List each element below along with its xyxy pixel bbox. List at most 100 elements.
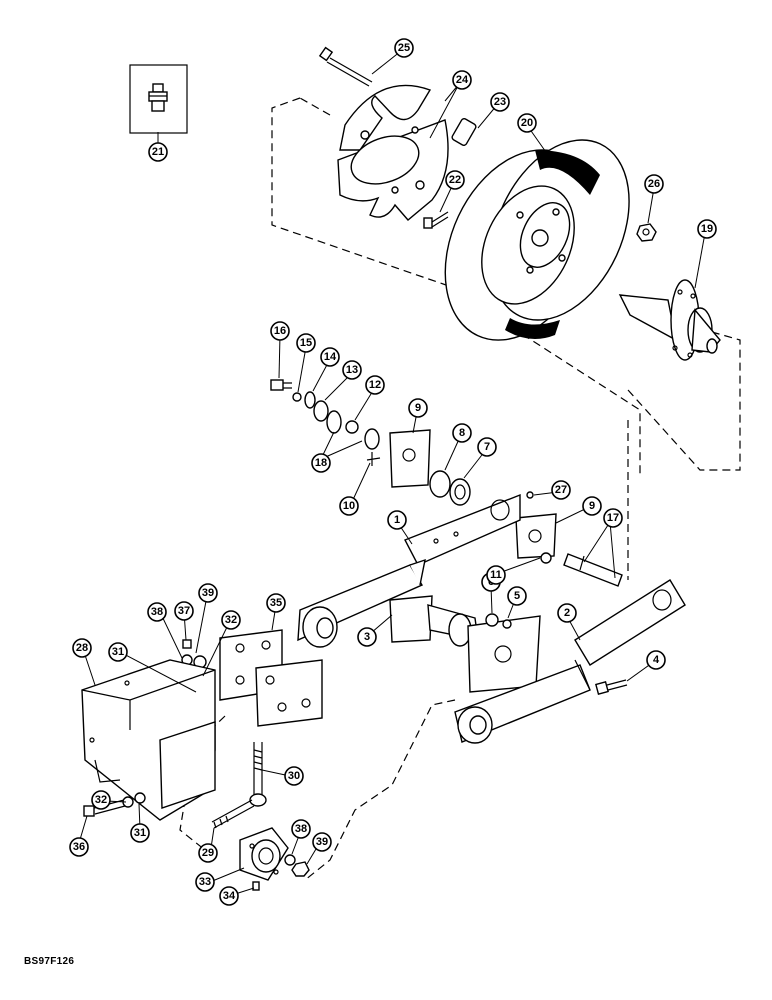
callout-23: 23: [490, 92, 510, 112]
svg-text:38: 38: [151, 606, 163, 618]
svg-text:15: 15: [300, 337, 312, 349]
svg-text:25: 25: [398, 42, 410, 54]
svg-text:38: 38: [295, 823, 307, 835]
svg-text:1: 1: [394, 514, 400, 526]
svg-text:16: 16: [274, 325, 286, 337]
bearing-33: [239, 827, 289, 881]
callout-31-lower: 31: [130, 823, 150, 843]
callout-17: 17: [603, 508, 623, 528]
svg-text:31: 31: [112, 646, 124, 658]
bolt-4: [595, 679, 628, 695]
svg-text:10: 10: [343, 500, 355, 512]
callout-34: 34: [219, 886, 239, 906]
callout-9-upper: 9: [408, 398, 428, 418]
svg-text:30: 30: [288, 770, 300, 782]
callout-10: 10: [339, 496, 359, 516]
figure-code: BS97F126: [24, 956, 75, 967]
svg-text:29: 29: [202, 847, 214, 859]
small-hardware-stack: [270, 379, 471, 506]
svg-text:7: 7: [484, 441, 490, 453]
svg-text:39: 39: [316, 836, 328, 848]
svg-text:13: 13: [346, 364, 358, 376]
plate-3-assembly: [389, 595, 541, 693]
callout-8: 8: [452, 423, 472, 443]
callout-38-upper: 38: [147, 602, 167, 622]
callout-38-lower: 38: [291, 819, 311, 839]
svg-text:12: 12: [369, 379, 381, 391]
callout-11: 11: [486, 565, 506, 585]
callout-22: 22: [445, 170, 465, 190]
callout-16: 16: [270, 321, 290, 341]
callout-31-upper: 31: [108, 642, 128, 662]
inset-box-fitting: [129, 64, 188, 134]
callout-3: 3: [357, 627, 377, 647]
svg-text:33: 33: [199, 876, 211, 888]
nut-11: [540, 552, 552, 564]
pin-23: [451, 118, 477, 146]
svg-text:18: 18: [315, 457, 327, 469]
svg-text:20: 20: [521, 117, 533, 129]
callout-30: 30: [284, 766, 304, 786]
svg-text:4: 4: [653, 654, 660, 666]
callout-39-lower: 39: [312, 832, 332, 852]
callout-9-right: 9: [582, 496, 602, 516]
plates-35: [219, 629, 323, 727]
fastener-cluster-bearing: [252, 854, 310, 891]
svg-text:28: 28: [76, 642, 88, 654]
callout-29: 29: [198, 843, 218, 863]
callout-25: 25: [394, 38, 414, 58]
callout-5: 5: [507, 586, 527, 606]
callout-32-lower: 32: [91, 790, 111, 810]
svg-text:39: 39: [202, 587, 214, 599]
hub-19: [618, 279, 721, 361]
nut-26: [636, 223, 657, 242]
callout-27: 27: [551, 480, 571, 500]
clip-27: [526, 491, 534, 499]
callout-32-upper: 32: [221, 610, 241, 630]
svg-text:27: 27: [555, 484, 567, 496]
arm-2: [454, 579, 686, 744]
bolt-22: [423, 211, 449, 229]
callout-36: 36: [69, 837, 89, 857]
svg-text:32: 32: [225, 614, 237, 626]
callout-33: 33: [195, 872, 215, 892]
svg-text:23: 23: [494, 96, 506, 108]
callout-12: 12: [365, 375, 385, 395]
split-disc-24: [337, 84, 449, 221]
callout-20: 20: [517, 113, 537, 133]
callout-2: 2: [557, 603, 577, 623]
svg-text:19: 19: [701, 223, 713, 235]
svg-text:9: 9: [415, 402, 421, 414]
svg-text:14: 14: [324, 351, 337, 363]
callout-26: 26: [644, 174, 664, 194]
callout-21: 21: [148, 142, 168, 162]
svg-text:37: 37: [178, 605, 190, 617]
callout-35: 35: [266, 593, 286, 613]
arm-1: [297, 493, 521, 648]
svg-text:8: 8: [459, 427, 465, 439]
fastener-cluster-lower: [83, 792, 146, 817]
svg-text:31: 31: [134, 827, 146, 839]
svg-text:3: 3: [364, 631, 370, 643]
svg-text:5: 5: [514, 590, 520, 602]
svg-text:21: 21: [152, 146, 164, 158]
callout-13: 13: [342, 360, 362, 380]
pin-17: [563, 553, 623, 587]
callout-19: 19: [697, 219, 717, 239]
callout-28: 28: [72, 638, 92, 658]
svg-text:35: 35: [270, 597, 282, 609]
svg-text:2: 2: [564, 607, 570, 619]
svg-text:24: 24: [456, 74, 469, 86]
callout-4: 4: [646, 650, 666, 670]
callout-14: 14: [320, 347, 340, 367]
wheel-rim-20: [444, 139, 630, 341]
stud-30: [249, 742, 267, 807]
callout-18: 18: [311, 453, 331, 473]
assembly-dashed-lines: [179, 97, 741, 881]
svg-text:36: 36: [73, 841, 85, 853]
rod-29: [211, 799, 255, 829]
callout-39-upper: 39: [198, 583, 218, 603]
callout-1: 1: [387, 510, 407, 530]
plate-9-right: [515, 513, 557, 559]
